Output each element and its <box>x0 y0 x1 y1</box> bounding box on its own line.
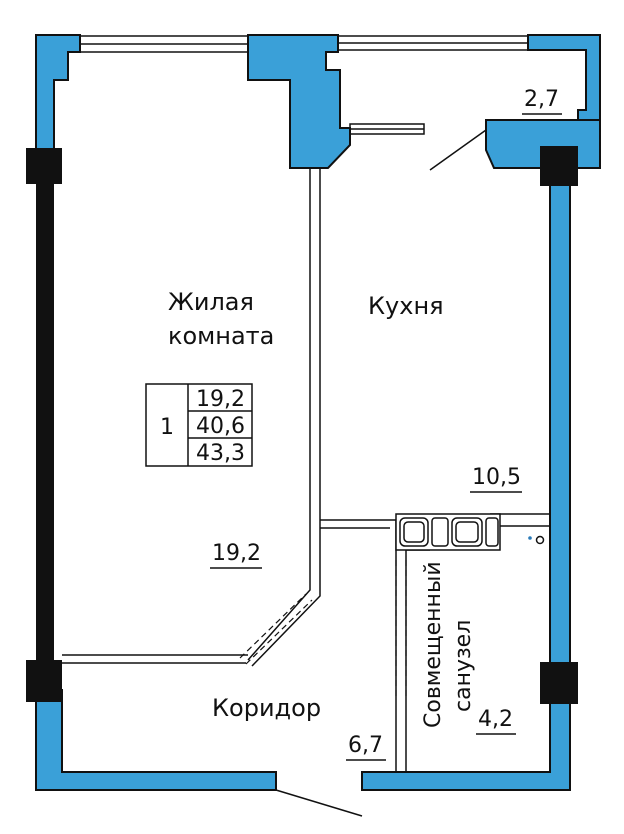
column-left-bottom <box>26 660 62 702</box>
summary-total-with-balcony: 43,3 <box>196 441 245 466</box>
summary-living-area: 19,2 <box>196 387 245 412</box>
summary-rooms-count: 1 <box>160 415 174 440</box>
column-left-top <box>26 148 62 184</box>
exterior-walls <box>35 34 601 791</box>
entrance-door <box>275 789 363 817</box>
living-area: 19,2 <box>212 541 261 566</box>
bathroom-name-line2: санузел <box>451 620 476 712</box>
balcony-area: 2,7 <box>524 87 559 112</box>
wall-top-right <box>527 34 601 129</box>
drain-icon <box>535 535 545 545</box>
living-room-name-line1: Жилая <box>168 288 254 316</box>
corridor-name: Коридор <box>212 694 321 722</box>
drain-dot-icon <box>528 536 532 540</box>
openings <box>239 560 407 700</box>
living-room-name-line2: комната <box>168 322 274 350</box>
left-exterior-wall <box>36 150 54 690</box>
kitchen-area: 10,5 <box>472 465 521 490</box>
kitchen-name: Кухня <box>368 292 444 320</box>
column-right-top <box>540 146 578 186</box>
summary-table <box>145 383 253 467</box>
column-right-bottom <box>540 662 578 704</box>
corridor-area: 6,7 <box>348 733 383 758</box>
bathroom-area: 4,2 <box>478 707 513 732</box>
balcony-door <box>349 123 487 171</box>
summary-total-area: 40,6 <box>196 414 245 439</box>
wall-top-left <box>35 34 81 151</box>
columns <box>26 146 578 704</box>
kitchen-counter <box>395 513 501 551</box>
wall-top-center <box>247 34 351 169</box>
windows <box>79 35 601 160</box>
bathroom-name-line1: Совмещенный <box>421 561 446 728</box>
